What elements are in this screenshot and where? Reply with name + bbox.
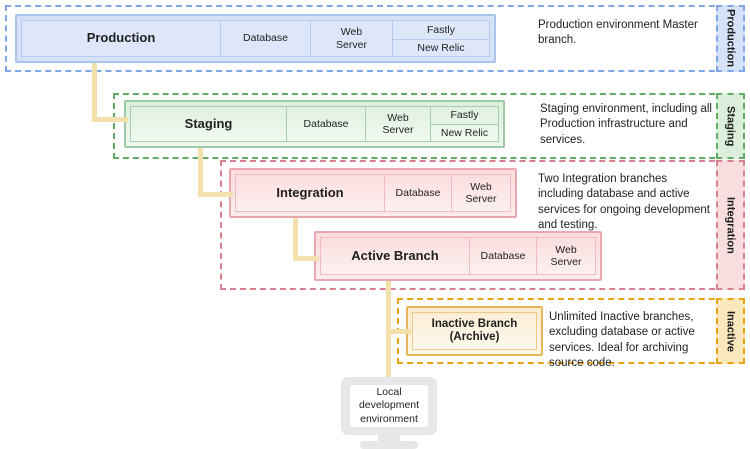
card-active-branch-cells: Active Branch Database Web Server xyxy=(320,237,596,275)
description-staging: Staging environment, including all Produ… xyxy=(540,103,712,146)
connector-production-to-staging-vertical xyxy=(92,63,97,122)
card-inactive-branch[interactable]: Inactive Branch (Archive) xyxy=(406,306,543,356)
connector-production-to-staging-horizontal xyxy=(92,117,128,122)
monitor-screen: Local development environment xyxy=(350,385,428,427)
monitor-body: Local development environment xyxy=(341,377,437,435)
card-production-title: Production xyxy=(21,20,221,57)
monitor-screen-line3: environment xyxy=(360,412,418,425)
card-staging-cell-new-relic: New Relic xyxy=(431,124,498,141)
card-active-branch-cell-database: Database xyxy=(469,237,537,275)
card-production[interactable]: Production Database Web Server Fastly Ne… xyxy=(15,14,496,63)
card-staging-cell-web-server: Web Server xyxy=(365,106,431,142)
monitor-screen-line2: development xyxy=(358,399,420,412)
card-integration-cell-database: Database xyxy=(384,174,452,212)
side-label-inactive: Inactive xyxy=(716,298,745,364)
card-integration[interactable]: Integration Database Web Server xyxy=(229,168,517,218)
card-staging-cell-fastly: Fastly xyxy=(450,109,479,122)
card-production-web-line2: Server xyxy=(336,38,367,51)
card-integration-cell-web-server: Web Server xyxy=(451,174,511,212)
connector-active-to-inactive-horizontal xyxy=(386,329,411,334)
card-active-branch-cell-web-server: Web Server xyxy=(536,237,596,275)
side-label-staging: Staging xyxy=(716,93,745,159)
card-staging-title: Staging xyxy=(130,106,287,142)
card-production-cell-cdn-apm: Fastly New Relic xyxy=(392,20,490,57)
side-label-production-text: Production xyxy=(724,9,737,68)
card-integration-web-line1: Web xyxy=(470,180,492,193)
card-inactive-branch-title-line1: Inactive Branch xyxy=(431,317,518,330)
card-active-branch[interactable]: Active Branch Database Web Server xyxy=(314,231,602,281)
card-staging-cell-cdn-apm: Fastly New Relic xyxy=(430,106,499,142)
card-production-cell-new-relic: New Relic xyxy=(393,38,489,57)
card-production-cells: Production Database Web Server Fastly Ne… xyxy=(21,20,490,57)
card-production-web-line1: Web xyxy=(340,26,363,39)
card-integration-cells: Integration Database Web Server xyxy=(235,174,511,212)
description-inactive: Unlimited Inactive branches, excluding d… xyxy=(549,311,695,369)
card-active-branch-web-line2: Server xyxy=(550,256,582,268)
connector-integration-to-active-horizontal xyxy=(293,256,319,261)
card-staging-cells: Staging Database Web Server Fastly New R… xyxy=(130,106,499,142)
card-integration-web-line2: Server xyxy=(465,193,497,205)
side-label-staging-text: Staging xyxy=(724,105,737,147)
card-staging-web-line1: Web xyxy=(387,111,409,124)
card-inactive-branch-title-line2: (Archive) xyxy=(449,331,500,343)
side-label-integration: Integration xyxy=(716,160,745,290)
side-label-inactive-text: Inactive xyxy=(724,310,737,352)
description-production: Production environment Master branch. xyxy=(538,19,698,47)
monitor-neck xyxy=(378,435,400,444)
connector-integration-to-active-vertical xyxy=(293,218,298,261)
description-integration: Two Integration branches including datab… xyxy=(538,173,710,231)
monitor-base xyxy=(360,441,418,449)
local-development-monitor: Local development environment xyxy=(341,377,437,449)
side-label-integration-text: Integration xyxy=(724,196,737,254)
monitor-screen-line1: Local xyxy=(376,386,402,399)
card-inactive-branch-cells: Inactive Branch (Archive) xyxy=(412,312,537,350)
card-active-branch-web-line1: Web xyxy=(555,243,577,256)
card-staging-web-line2: Server xyxy=(382,124,414,136)
card-active-branch-title: Active Branch xyxy=(320,237,470,275)
card-production-cell-database: Database xyxy=(220,20,311,57)
card-production-cell-web-server: Web Server xyxy=(310,20,393,57)
card-integration-title: Integration xyxy=(235,174,385,212)
card-inactive-branch-title: Inactive Branch (Archive) xyxy=(412,312,537,350)
card-production-cell-fastly: Fastly xyxy=(426,23,455,36)
card-staging-cell-database: Database xyxy=(286,106,366,142)
side-label-production: Production xyxy=(716,5,745,72)
connector-staging-to-integration-horizontal xyxy=(198,192,233,197)
connector-staging-to-integration-vertical xyxy=(198,148,203,197)
card-staging[interactable]: Staging Database Web Server Fastly New R… xyxy=(124,100,505,148)
